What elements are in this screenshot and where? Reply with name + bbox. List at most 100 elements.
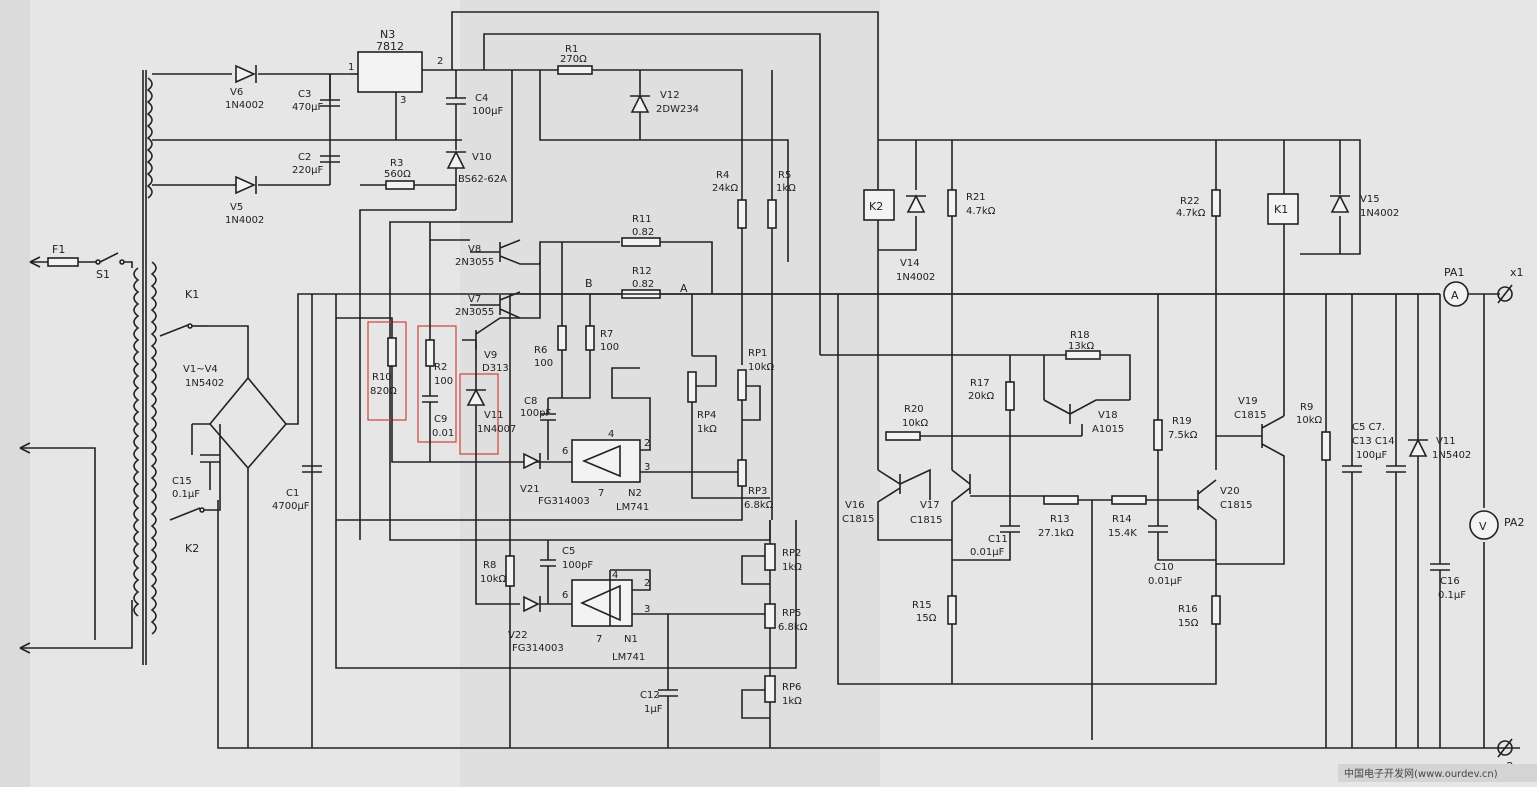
r15-wire <box>837 294 1217 685</box>
V8-value: 2N3055 <box>455 257 494 268</box>
C5-ref: C5 <box>562 546 575 557</box>
V1-value: 1N5402 <box>185 378 224 389</box>
highlight-box-V11b <box>459 373 499 455</box>
relay-coil-K2 <box>863 189 895 221</box>
diode-V11 <box>1408 294 1428 748</box>
resistor-R17 <box>1005 381 1015 411</box>
N2-pin2: 2 <box>644 438 650 449</box>
V21-value: FG314003 <box>538 496 590 507</box>
C11-ref: C11 <box>988 534 1008 545</box>
r10-wire <box>336 317 540 463</box>
C3-value: 470μF <box>292 102 323 113</box>
R18-ref: R18 <box>1070 330 1090 341</box>
PA2-ref: PA2 <box>1504 516 1524 529</box>
resistor-R13 <box>1043 495 1079 505</box>
V7-ref: V7 <box>468 294 481 305</box>
R22-value: 4.7kΩ <box>1176 208 1206 219</box>
R8-value: 10kΩ <box>480 574 507 585</box>
V20-ref: V20 <box>1220 486 1240 497</box>
R12-ref: R12 <box>632 266 652 277</box>
resistor-R11 <box>621 237 661 247</box>
V11-value: 1N5402 <box>1432 450 1471 461</box>
R20-value: 10kΩ <box>902 418 929 429</box>
R14-value: 15.4K <box>1108 528 1137 539</box>
C10-ref: C10 <box>1154 562 1174 573</box>
C12-ref: C12 <box>640 690 660 701</box>
cap-C1 <box>302 465 322 473</box>
bridge-rectifier <box>192 293 312 748</box>
R11-ref: R11 <box>632 214 652 225</box>
relay-contact-K2 <box>169 424 221 521</box>
rp2-wiper <box>741 555 770 585</box>
resistor-R3 <box>385 180 415 190</box>
K1-contact-label: K1 <box>185 288 199 301</box>
V20-value: C1815 <box>1220 500 1252 511</box>
V11-ref: V11 <box>1436 436 1456 447</box>
R11-value: 0.82 <box>632 227 654 238</box>
K2-coil-label: K2 <box>869 200 883 213</box>
R5-ref: R5 <box>778 170 791 181</box>
C15-ref: C15 <box>172 476 192 487</box>
R15-ref: R15 <box>912 600 932 611</box>
highlight-box-R10 <box>367 321 407 421</box>
N1-pin7: 7 <box>596 634 602 645</box>
V7-value: 2N3055 <box>455 307 494 318</box>
RP1-value: 10kΩ <box>748 362 775 373</box>
C9-ref: C9 <box>434 414 447 425</box>
transistor-V18 <box>1043 399 1130 436</box>
RP5-ref: RP5 <box>782 608 801 619</box>
r2-wire <box>422 240 438 462</box>
diode-V22 <box>523 595 541 613</box>
pot-RP5 <box>764 603 776 629</box>
R16-ref: R16 <box>1178 604 1198 615</box>
R16-value: 15Ω <box>1178 618 1199 629</box>
V11b-ref: V11 <box>484 410 504 421</box>
R1-ref: R1 <box>565 44 578 55</box>
R21-value: 4.7kΩ <box>966 206 996 217</box>
N2-pin7: 7 <box>598 488 604 499</box>
resistor-R8 <box>505 555 515 587</box>
pot-RP2 <box>764 543 776 571</box>
R9-ref: R9 <box>1300 402 1313 413</box>
V15-value: 1N4002 <box>1360 208 1399 219</box>
resistor-R19 <box>1153 419 1163 451</box>
transistor-V17 <box>951 469 1044 596</box>
R13-ref: R13 <box>1050 514 1070 525</box>
rp3-bottom-wire <box>335 294 743 521</box>
V10-ref: V10 <box>472 152 492 163</box>
K2-contact-label: K2 <box>185 542 199 555</box>
rp6-wiper <box>741 689 770 719</box>
C12-value: 1μF <box>644 704 663 715</box>
C9-value: 0.01 <box>432 428 454 439</box>
RP3-value: 6.8kΩ <box>744 500 774 511</box>
N2-ref: N2 <box>628 488 642 499</box>
R20-ref: R20 <box>904 404 924 415</box>
rp1-wiper <box>742 385 761 421</box>
C10-value: 0.01μF <box>1148 576 1183 587</box>
V22-ref: V22 <box>508 630 528 641</box>
V6-ref: V6 <box>230 87 243 98</box>
N3-value: 7812 <box>376 40 404 53</box>
opamp-N2 <box>540 367 738 483</box>
resistor-R1 <box>557 65 593 75</box>
transistor-V8 <box>470 239 620 265</box>
watermark-text: 中国电子开发网(www.ourdev.cn) <box>1344 767 1498 780</box>
r6-r7-wire <box>548 242 591 399</box>
resistor-R14 <box>1111 495 1147 505</box>
terminal-x1 <box>1497 284 1513 304</box>
N2-value: LM741 <box>616 502 649 513</box>
relay-coil-K1 <box>1267 193 1299 225</box>
terminal-x2 <box>1497 738 1513 758</box>
R2-value: 100 <box>434 376 453 387</box>
R5-value: 1kΩ <box>776 183 796 194</box>
node-A: A <box>680 282 688 295</box>
N1-pin2: 2 <box>644 578 650 589</box>
C4-ref: C4 <box>475 93 488 104</box>
N3-pin2: 2 <box>437 56 443 67</box>
cap-C11 <box>952 500 1020 561</box>
V22-value: FG314003 <box>512 643 564 654</box>
cap-C3 <box>320 74 340 107</box>
RP3-ref: RP3 <box>748 486 767 497</box>
R18-value: 13kΩ <box>1068 341 1095 352</box>
N2-pin3: 3 <box>644 462 650 473</box>
